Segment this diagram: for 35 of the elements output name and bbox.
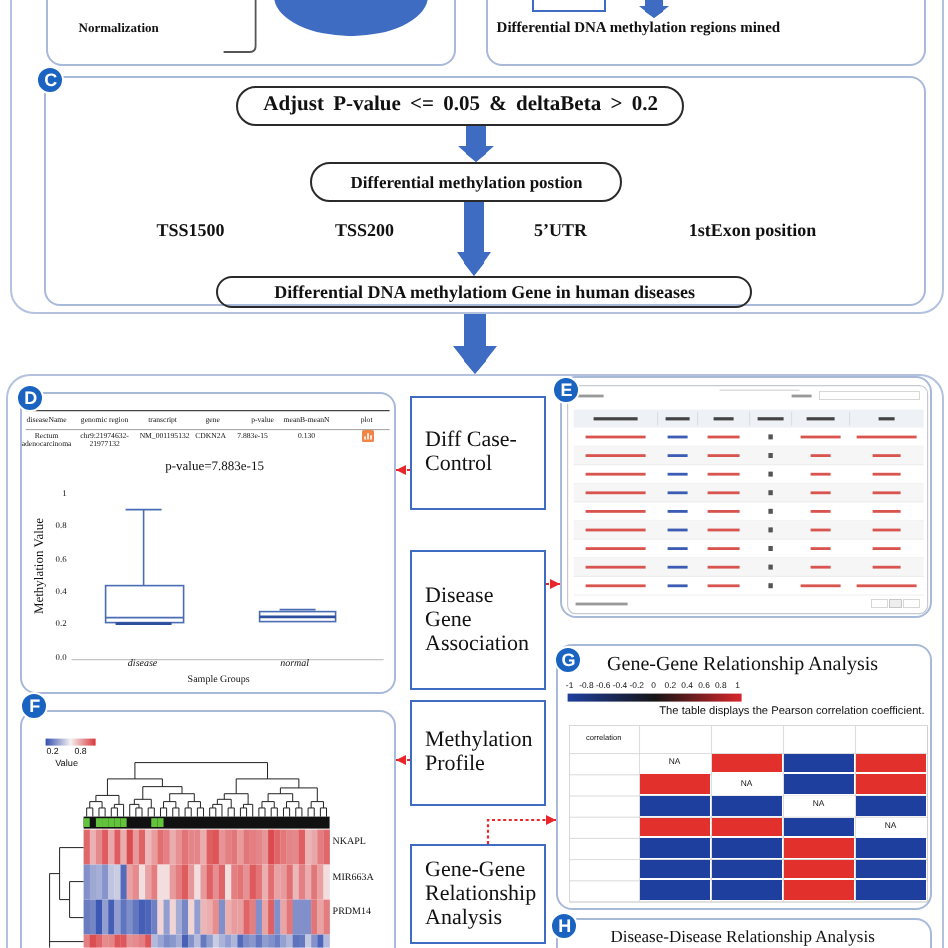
letter-badge: G <box>554 646 583 675</box>
panel-frame <box>6 374 944 948</box>
small-box <box>532 0 607 12</box>
arrow <box>639 0 669 18</box>
module-box: Diff Case-Control <box>409 395 545 509</box>
step-label: TSS200 <box>335 220 395 242</box>
module-box: Disease Gene Association <box>409 549 545 689</box>
module-box: Gene-Gene Relationship Analysis <box>409 843 545 943</box>
arrow <box>457 202 491 276</box>
arrow <box>396 755 410 765</box>
process-step: Differential methylation postion <box>310 161 623 202</box>
panel <box>555 643 931 909</box>
arrow <box>396 465 410 475</box>
panel <box>45 0 455 66</box>
step-label: 1stExon position <box>688 220 817 242</box>
arrow <box>458 126 494 162</box>
panel-title: Gene-Gene Relationship Analysis <box>607 653 879 676</box>
letter-badge: C <box>36 65 65 94</box>
letter-badge: F <box>20 692 49 721</box>
panel <box>485 0 925 66</box>
letter-badge: H <box>550 912 579 941</box>
letter-badge: E <box>552 376 581 405</box>
letter-badge: D <box>16 384 45 413</box>
arrow <box>486 815 556 844</box>
panel <box>555 917 931 947</box>
panel-frame <box>10 0 944 314</box>
process-step: Adjust P-value <= 0.05 & deltaBeta > 0.2 <box>236 85 685 126</box>
process-step: Differential DNA methylatiom Gene in human diseases <box>216 275 753 308</box>
panel <box>19 391 395 693</box>
arrow <box>453 314 497 374</box>
panel-title: Disease-Disease Relationship Analysis <box>610 925 875 946</box>
module-box: Methylation Profile <box>409 699 545 805</box>
arrow <box>546 579 560 589</box>
step-label: 5’UTR <box>534 220 588 242</box>
step-label: TSS1500 <box>156 220 225 242</box>
